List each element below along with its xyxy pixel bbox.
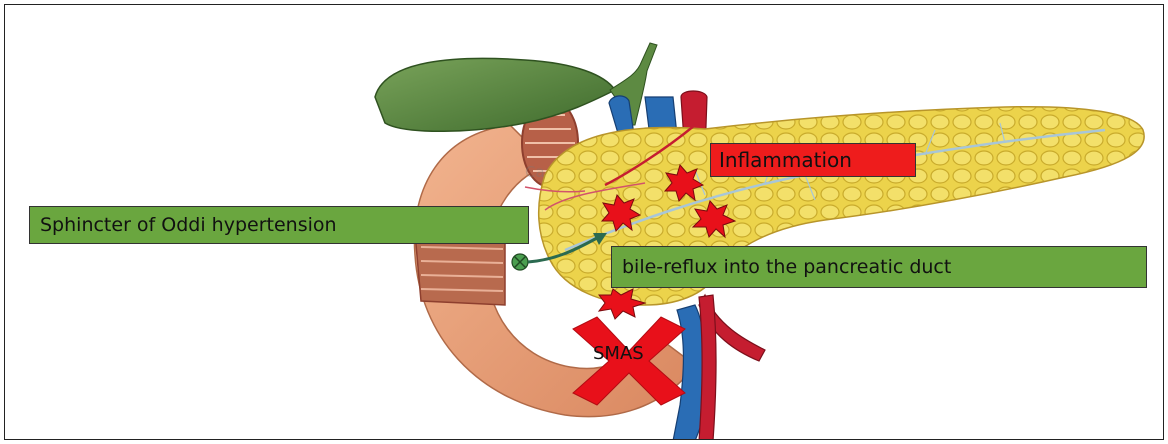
label-bile-reflux: bile-reflux into the pancreatic duct (611, 246, 1147, 288)
label-smas: SMAS (593, 343, 644, 364)
watermark: Ca (525, 163, 545, 181)
sphincter-marker-icon (512, 254, 528, 270)
label-sphincter-of-oddi: Sphincter of Oddi hypertension (29, 206, 529, 244)
diagram-frame: Ca Sphincter of Oddi hypertension bile-r… (4, 4, 1164, 440)
label-inflammation: Inflammation (710, 143, 916, 177)
